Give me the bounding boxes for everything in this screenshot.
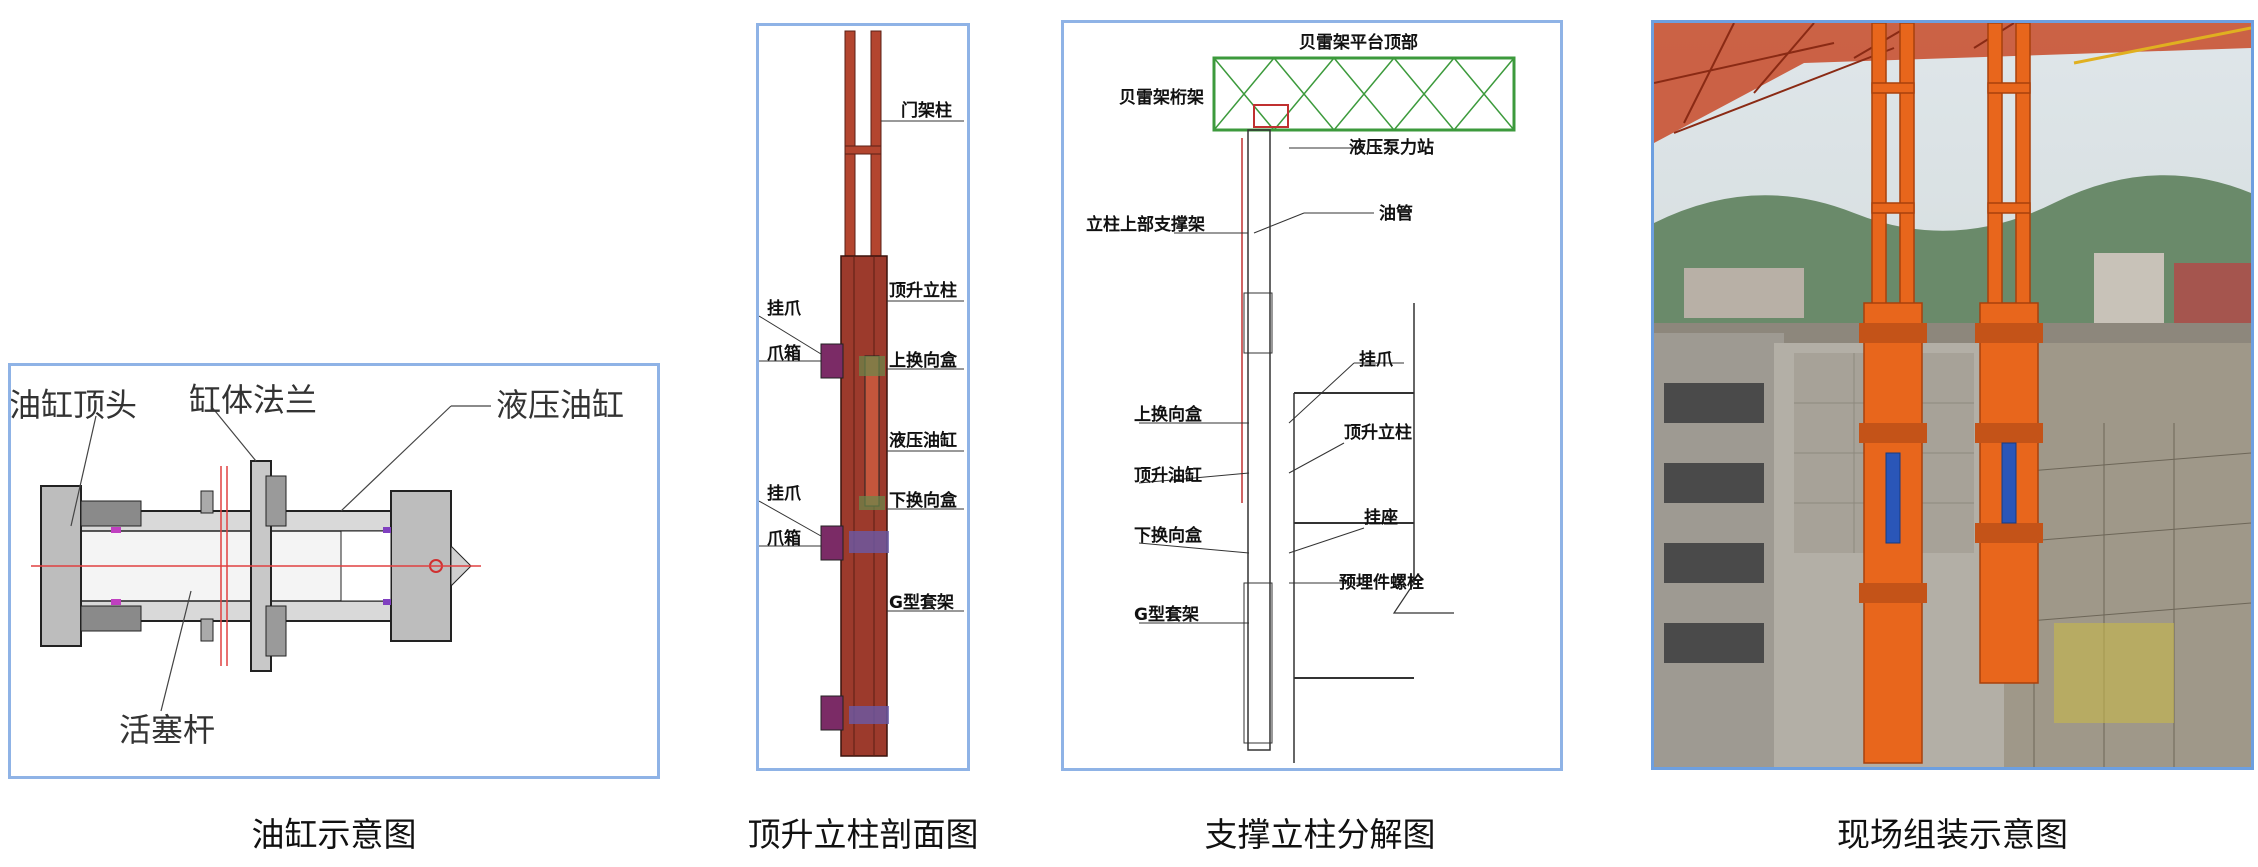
label-oil-pipe: 油管 (1379, 203, 1413, 224)
label-claw-2: 挂爪 (767, 483, 802, 504)
label-bailey-top: 贝雷架平台顶部 (1299, 32, 1418, 53)
label-upper-box-exploded: 上换向盒 (1134, 404, 1203, 425)
cylinder-drawing: 油缸顶头 缸体法兰 液压油缸 活塞杆 (11, 381, 624, 749)
caption-cylinder: 油缸示意图 (251, 815, 417, 854)
label-lower-box: 下换向盒 (889, 490, 958, 511)
label-embedded-bolt: 预埋件螺栓 (1339, 572, 1424, 593)
label-frame-exploded: G型套架 (1134, 604, 1199, 625)
label-frame: G型套架 (889, 592, 954, 613)
site-photo (1654, 23, 2251, 767)
column-exploded-drawing: 贝雷架平台顶部 贝雷架桁架 液压泵力站 立柱上部支撑架 油管 挂爪 上换向盒 顶… (1086, 32, 1516, 763)
label-lift-column-exploded: 顶升立柱 (1344, 422, 1412, 443)
cylinder-diagram-panel: 油缸顶头 缸体法兰 液压油缸 活塞杆 (8, 363, 660, 779)
site-photo-panel (1651, 20, 2254, 770)
label-lower-box-exploded: 下换向盒 (1134, 525, 1203, 546)
label-claw-seat-2: 爪箱 (767, 528, 801, 549)
label-piston-rod: 活塞杆 (119, 711, 215, 749)
label-cylinder-top-head: 油缸顶头 (11, 386, 137, 424)
caption-column-section: 顶升立柱剖面图 (747, 815, 979, 854)
label-pump-station: 液压泵力站 (1349, 137, 1434, 158)
label-hydraulic-cyl: 液压油缸 (889, 430, 957, 451)
label-claw-seat-1: 爪箱 (767, 343, 801, 364)
label-claw-1: 挂爪 (767, 298, 802, 319)
column-section-drawing: 门架柱 挂爪 爪箱 顶升立柱 上换向盒 液压油缸 挂爪 爪箱 下换向盒 G型套架 (759, 30, 964, 757)
label-hydraulic-cylinder: 液压油缸 (496, 386, 624, 424)
caption-column-exploded: 支撑立柱分解图 (1204, 815, 1436, 854)
label-claw-seat: 挂座 (1364, 507, 1398, 528)
label-portal-column: 门架柱 (901, 100, 952, 121)
label-upper-support: 立柱上部支撑架 (1086, 214, 1205, 235)
label-bailey-truss: 贝雷架桁架 (1119, 87, 1204, 108)
column-section-panel: 门架柱 挂爪 爪箱 顶升立柱 上换向盒 液压油缸 挂爪 爪箱 下换向盒 G型套架 (756, 23, 970, 771)
label-lift-column: 顶升立柱 (889, 280, 957, 301)
column-exploded-panel: 贝雷架平台顶部 贝雷架桁架 液压泵力站 立柱上部支撑架 油管 挂爪 上换向盒 顶… (1061, 20, 1563, 771)
label-claw: 挂爪 (1359, 349, 1394, 370)
caption-site-assembly: 现场组装示意图 (1837, 815, 2068, 854)
label-cylinder-flange: 缸体法兰 (189, 381, 317, 419)
label-upper-box: 上换向盒 (889, 350, 958, 371)
label-lift-cylinder: 顶升油缸 (1134, 465, 1202, 486)
